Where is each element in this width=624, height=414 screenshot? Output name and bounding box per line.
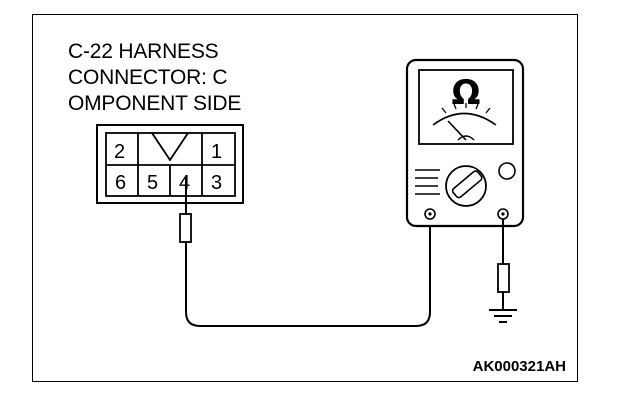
pin-label: 1 bbox=[211, 141, 222, 163]
ground-lead bbox=[489, 219, 517, 323]
pin-label: 6 bbox=[115, 172, 126, 194]
connector-title-line-1: C-22 HARNESS bbox=[68, 40, 219, 63]
figure-frame bbox=[32, 14, 578, 382]
test-probe bbox=[179, 178, 192, 252]
harness-connector: 2 1 6 5 4 3 bbox=[96, 124, 244, 204]
figure-id: AK000321AH bbox=[472, 358, 566, 375]
test-lead-wire bbox=[185, 218, 431, 327]
zero-adjust-button bbox=[498, 162, 516, 180]
ohmmeter: Ω bbox=[405, 58, 525, 228]
ground-probe-handle-icon bbox=[497, 263, 510, 293]
pin-label: 5 bbox=[147, 172, 158, 194]
connector-title-line-2: CONNECTOR: C bbox=[68, 66, 228, 89]
probe-handle-icon bbox=[179, 213, 192, 243]
connector-outer bbox=[96, 124, 244, 204]
pin-label: 3 bbox=[211, 172, 222, 194]
ohm-symbol-icon: Ω bbox=[452, 73, 481, 113]
connector-title-line-3: OMPONENT SIDE bbox=[68, 92, 242, 115]
pin-label: 4 bbox=[179, 172, 190, 194]
key-notch-icon bbox=[151, 132, 189, 162]
pin-label: 2 bbox=[114, 141, 125, 163]
